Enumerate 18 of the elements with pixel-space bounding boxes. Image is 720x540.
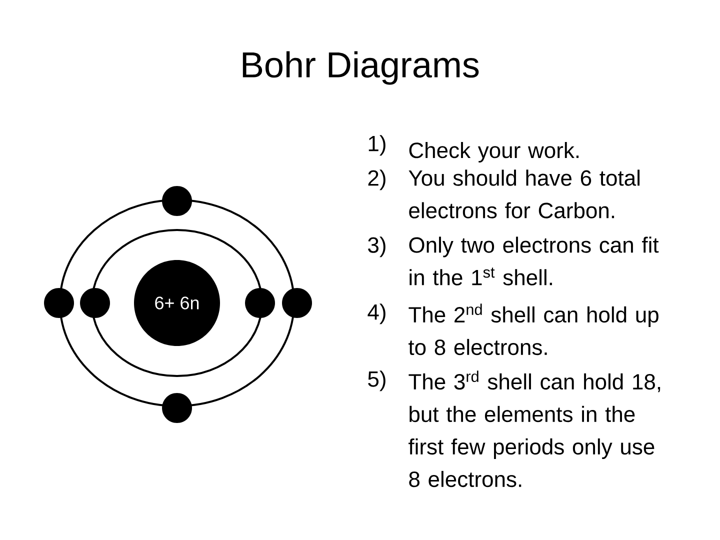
list-number: 3) <box>368 236 386 258</box>
nucleus: 6+ 6n <box>134 260 220 346</box>
title: Bohr Diagrams <box>242 51 479 85</box>
electron <box>162 186 192 216</box>
electron <box>80 288 110 318</box>
list-item: Check your work. <box>409 142 579 162</box>
electron <box>162 393 192 423</box>
list-number: 1) <box>368 135 386 156</box>
list-item: The 3$^{rd}$ shell can hold 18, but the elements in the first few periods only use 8 electrons. <box>408 370 660 488</box>
electron <box>44 288 74 318</box>
electron <box>245 288 275 318</box>
list-number: 5) <box>368 370 386 392</box>
list-item: You should have 6 total electrons for Carbon. <box>408 170 640 218</box>
list-item: Only two electrons can fit in the 1$^{st}$ shell. <box>409 236 659 286</box>
list-number: 2) <box>368 170 386 190</box>
list-number: 4) <box>368 304 386 324</box>
electron <box>282 288 312 318</box>
list-item: The 2$^{nd}$ shell can hold up to 8 electrons. <box>408 304 658 356</box>
